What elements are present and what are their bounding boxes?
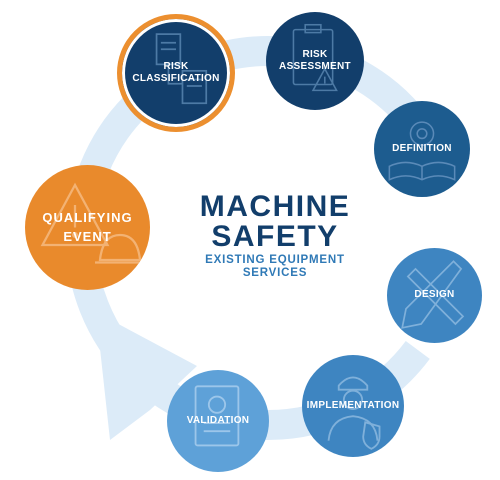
step-implementation: IMPLEMENTATION: [302, 355, 404, 457]
step-design-label: DESIGN: [414, 289, 455, 301]
certificate-icon: [194, 385, 240, 447]
warning-triangle-icon: [40, 182, 145, 264]
step-qualifying-event-label: QUALIFYING EVENT: [42, 209, 133, 244]
diagram-title: MACHINE SAFETY: [199, 190, 351, 253]
step-qualifying-event: QUALIFYING EVENT: [25, 165, 150, 290]
gear-book-icon: [388, 121, 456, 181]
cycle-arrow-head: [96, 312, 197, 440]
step-risk-assessment: RISK ASSESSMENT: [266, 12, 364, 110]
document-hierarchy-icon: [155, 33, 208, 105]
diagram-subtitle: EXISTING EQUIPMENT SERVICES: [205, 254, 345, 279]
step-implementation-label: IMPLEMENTATION: [306, 399, 400, 411]
step-validation-label: VALIDATION: [186, 414, 250, 426]
worker-shield-icon: [327, 376, 381, 450]
clipboard-warning-icon: [292, 23, 338, 92]
step-risk-classification-label: RISK CLASSIFICATION: [132, 60, 220, 85]
step-definition-label: DEFINITION: [392, 142, 452, 154]
ruler-pencil-icon: [401, 260, 465, 329]
step-validation: VALIDATION: [167, 370, 269, 472]
step-definition: DEFINITION: [374, 101, 470, 197]
step-risk-assessment-label: RISK ASSESSMENT: [279, 48, 351, 73]
step-risk-classification: RISK CLASSIFICATION: [117, 14, 235, 132]
step-design: DESIGN: [387, 248, 482, 343]
